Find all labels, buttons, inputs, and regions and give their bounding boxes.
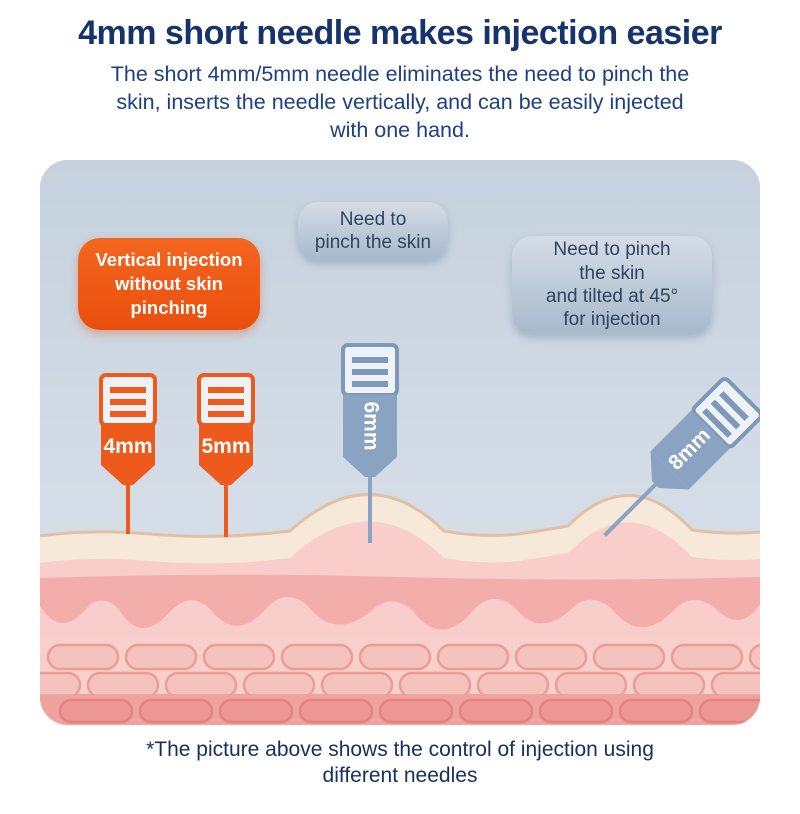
needle-5mm: 5mm xyxy=(197,372,255,537)
illustration-panel: 4mm 5mm 6mm xyxy=(40,159,760,725)
needle-6mm-label: 6mm xyxy=(359,401,382,450)
subtitle-text: The short 4mm/5mm needle eliminates the … xyxy=(110,62,690,142)
footnote-caption: *The picture above shows the control of … xyxy=(146,737,654,788)
infographic-page: { "title": "4mm short needle makes injec… xyxy=(0,14,800,814)
badge-pinch-tilt-45: Need to pinch the skin and tilted at 45°… xyxy=(512,235,712,334)
fat-cells-row-1 xyxy=(46,643,760,671)
needle-4mm: 4mm xyxy=(99,372,157,534)
badge-need-to-pinch: Need to pinch the skin xyxy=(298,201,448,260)
page-title: 4mm short needle makes injection easier xyxy=(78,14,722,52)
needle-6mm: 6mm xyxy=(341,342,399,543)
needle-4mm-label: 4mm xyxy=(103,435,152,458)
bottom-cells-row xyxy=(58,698,760,724)
needle-8mm: 8mm xyxy=(603,376,760,537)
skin-surface-line xyxy=(40,492,760,538)
skin-wave-band xyxy=(40,574,760,630)
needle-5mm-label: 5mm xyxy=(201,435,250,458)
badge-vertical-injection: Vertical injection without skin pinching xyxy=(78,237,260,330)
